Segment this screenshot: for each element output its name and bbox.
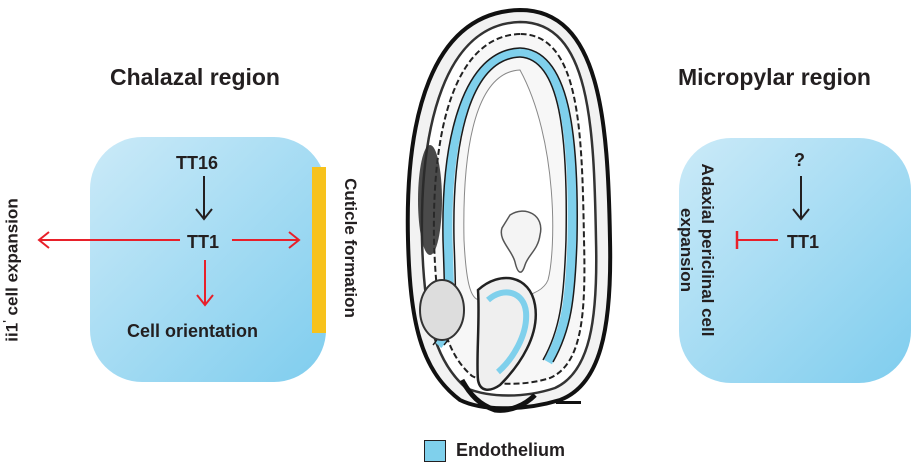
arrowhead-tt1-to-cuticle — [288, 231, 301, 249]
arrowhead-unknown-to-tt1 — [792, 208, 810, 221]
cell-orientation-node: Cell orientation — [127, 321, 259, 341]
arrowhead-tt1-to-ii1-expansion — [37, 231, 50, 249]
tt16-node: TT16 — [176, 153, 219, 173]
tt1-node-chalazal: TT1 — [187, 232, 220, 252]
micropylar-title: Micropylar region — [678, 64, 871, 90]
legend-endothelium-swatch — [424, 440, 446, 462]
unknown-node: ? — [794, 150, 805, 170]
arrowhead-tt1-to-cell-orientation — [196, 294, 214, 307]
arrowhead-tt16-to-tt1 — [195, 208, 213, 221]
micropylar-box — [679, 138, 911, 383]
cuticle-bar — [312, 167, 326, 333]
tt1-node-micropylar: TT1 — [787, 232, 820, 252]
chalazal-title: Chalazal region — [110, 64, 280, 90]
legend-endothelium-label: Endothelium — [456, 440, 565, 460]
chalazal-box — [90, 137, 326, 382]
